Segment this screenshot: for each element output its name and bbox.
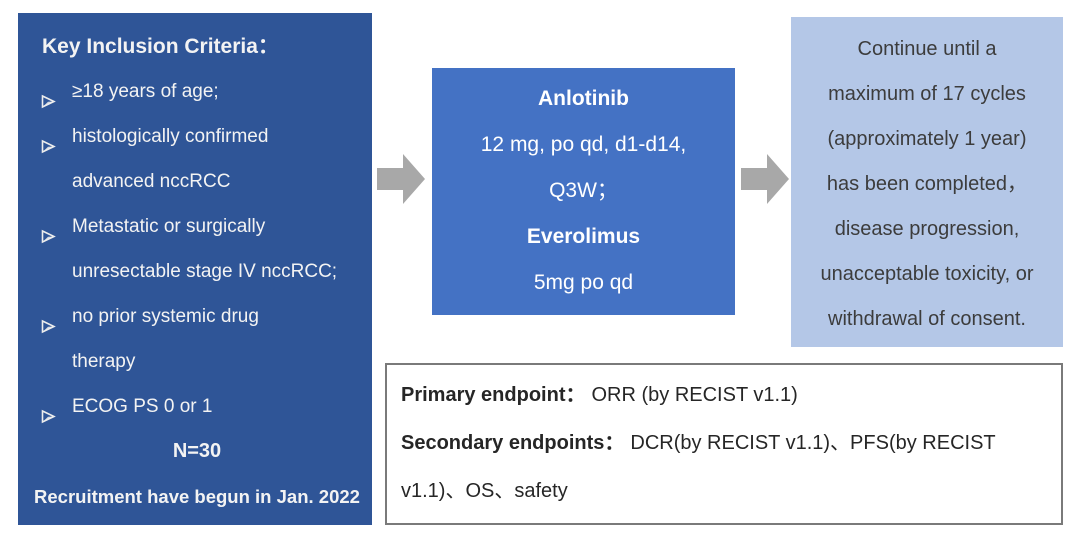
inclusion-criteria-title: Key Inclusion Criteria： [42,35,279,58]
inclusion-criteria-item: ≥18 years of age; [30,69,364,114]
flow-arrow-icon [377,154,425,204]
arrow-bullet-icon [40,127,57,154]
criteria-text: no prior systemic drug therapy [72,294,364,384]
treatment-line: Anlotinib [538,87,629,110]
inclusion-criteria-item: no prior systemic drug therapy [30,294,364,384]
arrow-bullet-icon [40,217,57,244]
treatment-line: 12 mg, po qd, d1-d14, [480,133,687,156]
arrow-bullet-icon [40,307,57,334]
endpoints-box: Primary endpoint：ORR (by RECIST v1.1) Se… [385,363,1063,525]
continuation-line: withdrawal of consent. [828,308,1026,330]
criteria-text: histologically confirmed advanced nccRCC [72,114,364,204]
criteria-line: advanced nccRCC [72,171,231,192]
arrow-bullet-icon [40,397,57,424]
continuation-line: (approximately 1 year) [827,128,1027,150]
inclusion-criteria-box: Key Inclusion Criteria： ≥18 years of age… [18,13,372,525]
criteria-line: ≥18 years of age; [72,81,219,102]
inclusion-criteria-item: ECOG PS 0 or 1 [30,384,364,429]
criteria-line: Metastatic or surgically [72,216,266,237]
criteria-line: histologically confirmed [72,126,269,147]
treatment-line: Q3W； [549,179,618,202]
flow-arrow-icon [741,154,789,204]
criteria-text: ECOG PS 0 or 1 [72,384,364,429]
secondary-endpoints-label: Secondary endpoints： [401,432,625,454]
arrow-bullet-icon [40,82,57,109]
criteria-text: ≥18 years of age; [72,69,364,114]
treatment-box: Anlotinib 12 mg, po qd, d1-d14, Q3W； Eve… [432,68,735,315]
secondary-endpoints-value: DCR(by RECIST v1.1)、PFS(by RECIST [630,432,996,454]
inclusion-criteria-list: ≥18 years of age; histologically confirm… [30,69,364,429]
recruitment-status-text: Recruitment have begun in Jan. 2022 [34,486,360,507]
criteria-text: Metastatic or surgically unresectable sta… [72,204,364,294]
primary-endpoint-line: Primary endpoint：ORR (by RECIST v1.1) [401,371,1047,419]
primary-endpoint-label: Primary endpoint： [401,384,586,406]
inclusion-criteria-item: Metastatic or surgically unresectable sta… [30,204,364,294]
continuation-line: maximum of 17 cycles [828,83,1026,105]
criteria-line: no prior systemic drug [72,306,259,327]
criteria-line: ECOG PS 0 or 1 [72,396,213,417]
secondary-endpoints-value-continued: v1.1)、OS、safety [401,480,568,502]
secondary-endpoints-line: Secondary endpoints：DCR(by RECIST v1.1)、… [401,419,1047,467]
continuation-line: has been completed， [826,173,1028,195]
sample-size-text: N=30 [172,440,222,462]
treatment-line: Everolimus [526,225,641,248]
continuation-line: Continue until a [857,38,997,60]
inclusion-criteria-item: histologically confirmed advanced nccRCC [30,114,364,204]
continuation-line: disease progression, [834,218,1020,240]
continuation-line: unacceptable toxicity, or [820,263,1034,285]
primary-endpoint-value: ORR (by RECIST v1.1) [591,384,798,406]
treatment-line: 5mg po qd [533,271,634,294]
criteria-line: therapy [72,351,136,372]
criteria-line: unresectable stage IV nccRCC; [72,261,338,282]
continuation-box: Continue until a maximum of 17 cycles (a… [791,17,1063,347]
